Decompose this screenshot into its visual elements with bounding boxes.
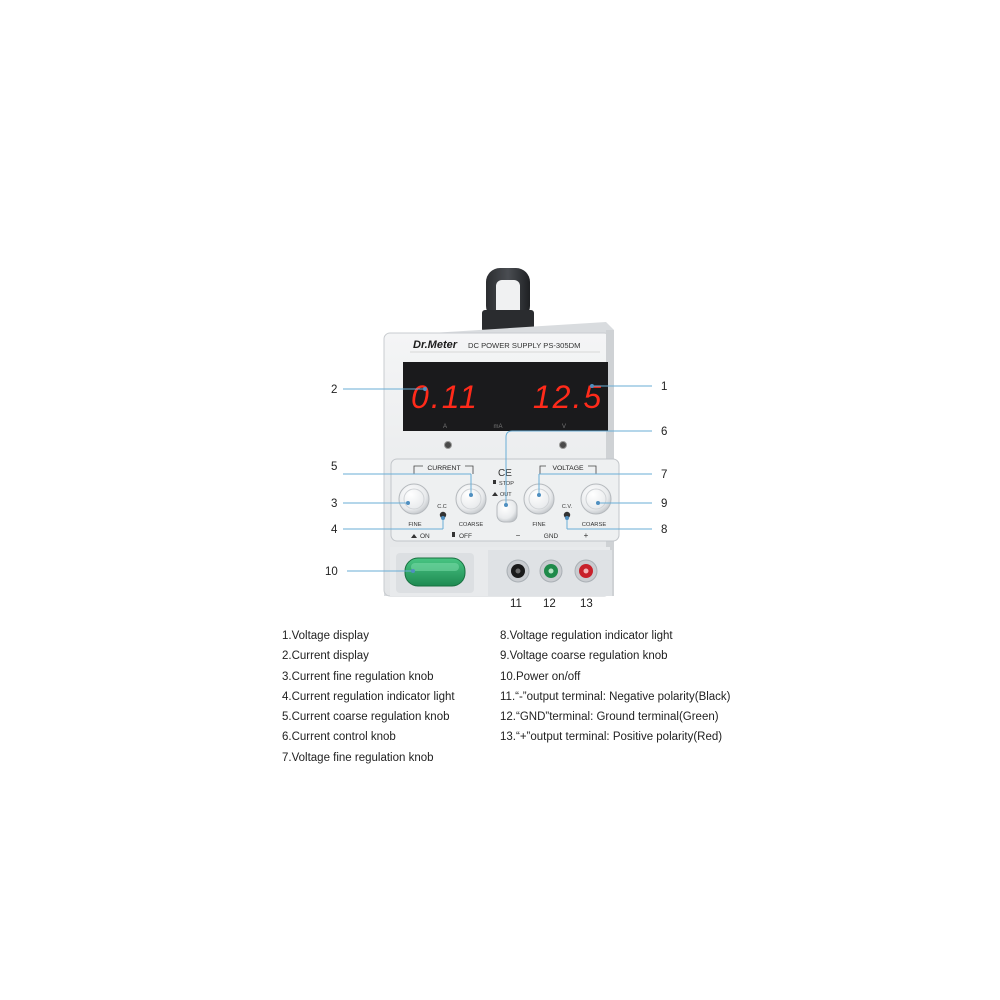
legend-item: 3.Current fine regulation knob: [282, 670, 434, 683]
unit-ma-label: mA: [494, 424, 503, 430]
voltage-fine-label: FINE: [532, 522, 545, 528]
panel-screw-right: [559, 441, 567, 449]
callout-dots: [406, 384, 600, 573]
plus-label: +: [584, 531, 589, 540]
legend-item: 11.“-”output terminal: Negative polarity…: [500, 690, 731, 703]
legend-item: 9.Voltage coarse regulation knob: [500, 650, 668, 663]
current-indicator-light: [439, 511, 447, 519]
unit-a-label: A: [443, 424, 447, 430]
display-window: 0.11 12.5: [403, 362, 608, 431]
gnd-label: GND: [544, 533, 559, 540]
callout-10: 10: [325, 566, 338, 578]
current-fine-label: FINE: [408, 522, 421, 528]
brand-plate: Dr.Meter DC POWER SUPPLY PS-305DM: [410, 339, 600, 353]
callout-7: 7: [661, 469, 667, 481]
stop-label: STOP: [499, 481, 514, 487]
model-name: DC POWER SUPPLY PS-305DM: [468, 341, 580, 350]
out-marker: [492, 492, 498, 496]
power-switch[interactable]: [396, 553, 474, 593]
panel-screw-left: [444, 441, 452, 449]
current-display: 0.11: [411, 379, 479, 415]
legend-right: 8.Voltage regulation indicator light 9.V…: [500, 626, 731, 748]
unit-v-label: V: [562, 424, 566, 430]
off-label: OFF: [459, 533, 472, 540]
voltage-indicator-light: [563, 511, 571, 519]
leader-6: [505, 430, 652, 505]
voltage-display: 12.5: [533, 379, 603, 415]
callout-5: 5: [331, 461, 337, 473]
legend-item: 6.Current control knob: [282, 731, 396, 744]
current-group-label: CURRENT: [427, 465, 460, 472]
voltage-coarse-knob[interactable]: [580, 483, 612, 515]
on-label: ON: [420, 533, 430, 540]
positive-terminal[interactable]: [574, 559, 598, 583]
voltage-group-label: VOLTAGE: [552, 465, 584, 472]
off-marker: [452, 532, 455, 537]
legend-item: 13.“+”output terminal: Positive polarity…: [500, 731, 723, 744]
callout-11: 11: [510, 598, 522, 610]
legend-item: 7.Voltage fine regulation knob: [282, 751, 434, 764]
callout-lines: [343, 385, 652, 572]
callout-3: 3: [331, 498, 337, 510]
on-marker: [411, 534, 417, 538]
legend-item: 12.“GND”terminal: Ground terminal(Green): [500, 711, 719, 724]
callout-2: 2: [331, 384, 337, 396]
ce-mark: CE: [498, 468, 512, 479]
legend-item: 2.Current display: [282, 650, 369, 663]
legend-item: 8.Voltage regulation indicator light: [500, 630, 673, 642]
stop-marker: [493, 480, 496, 484]
legend-item: 5.Current coarse regulation knob: [282, 711, 450, 724]
current-fine-knob[interactable]: [398, 483, 430, 515]
current-coarse-label: COARSE: [459, 522, 484, 528]
carry-handle: [482, 268, 534, 332]
legend-item: 4.Current regulation indicator light: [282, 690, 455, 703]
brand-logo: Dr.Meter: [413, 339, 458, 351]
cc-label: C.C: [437, 504, 447, 510]
current-group: CURRENT: [413, 462, 474, 474]
callout-6: 6: [661, 426, 667, 438]
current-control-knob[interactable]: [496, 499, 518, 523]
minus-label: −: [516, 531, 521, 540]
callout-9: 9: [661, 498, 667, 510]
negative-terminal[interactable]: [506, 559, 530, 583]
ground-terminal[interactable]: [539, 559, 563, 583]
legend-left: 1.Voltage display 2.Current display 3.Cu…: [282, 626, 455, 768]
callout-8: 8: [661, 524, 667, 536]
callout-numbers: 1 2 3 4 5 6 7 8 9 10 11 12 13: [325, 381, 667, 610]
callout-13: 13: [580, 598, 593, 610]
cv-label: C.V.: [562, 504, 573, 510]
callout-1: 1: [661, 381, 667, 393]
callout-4: 4: [331, 524, 338, 536]
voltage-coarse-label: COARSE: [582, 522, 607, 528]
legend-item: 10.Power on/off: [500, 670, 581, 683]
legend-item: 1.Voltage display: [282, 630, 369, 642]
callout-12: 12: [543, 598, 556, 610]
voltage-group: VOLTAGE: [539, 462, 597, 474]
